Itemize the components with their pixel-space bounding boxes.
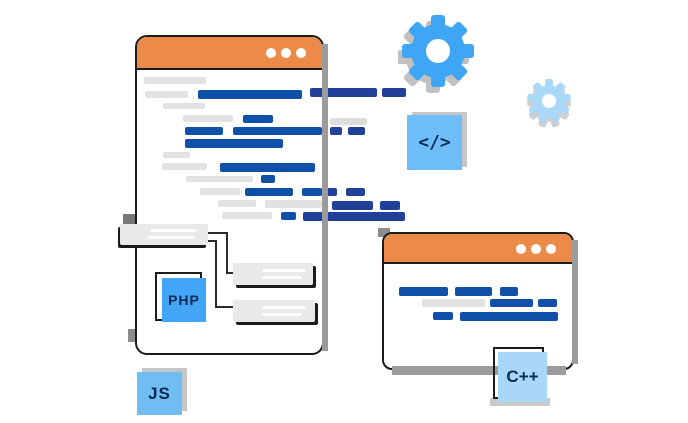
code-line bbox=[218, 200, 256, 207]
node-text-line bbox=[150, 229, 197, 232]
code-line bbox=[433, 312, 453, 320]
php-chip: PHP bbox=[162, 278, 206, 322]
window-dot bbox=[296, 48, 306, 58]
node-text-line bbox=[148, 236, 195, 239]
code-line bbox=[310, 88, 377, 97]
code-line bbox=[145, 91, 188, 98]
corner-notch bbox=[128, 329, 136, 342]
main-window-header bbox=[137, 37, 322, 70]
code-line bbox=[380, 201, 400, 210]
flow-node-parent bbox=[120, 224, 208, 245]
code-line bbox=[500, 287, 518, 296]
code-line bbox=[245, 188, 293, 196]
code-line bbox=[303, 212, 405, 221]
code-line bbox=[243, 115, 273, 123]
code-line bbox=[399, 287, 448, 296]
code-line bbox=[183, 115, 233, 122]
connector-line bbox=[208, 240, 217, 242]
code-line bbox=[330, 118, 367, 125]
code-line bbox=[281, 212, 296, 220]
main-window-shadow bbox=[322, 44, 328, 351]
node-text-line bbox=[262, 313, 302, 316]
window-dots bbox=[516, 244, 556, 254]
code-line bbox=[422, 299, 485, 307]
window-dot bbox=[281, 48, 291, 58]
code-line bbox=[348, 127, 365, 135]
code-line bbox=[233, 127, 322, 135]
code-line bbox=[186, 176, 253, 182]
code-tag-chip: </> bbox=[407, 115, 462, 170]
code-tag-label: </> bbox=[418, 132, 451, 153]
window-dot bbox=[266, 48, 276, 58]
code-line bbox=[261, 175, 275, 183]
small-window-bottom-shadow bbox=[392, 366, 566, 375]
code-line bbox=[330, 127, 342, 135]
code-line bbox=[198, 90, 302, 99]
corner-notch bbox=[123, 214, 135, 224]
window-dot bbox=[531, 244, 541, 254]
code-line bbox=[220, 163, 315, 172]
cpp-chip-shadow bbox=[490, 398, 550, 406]
code-line bbox=[265, 200, 322, 208]
cpp-label: C++ bbox=[506, 367, 539, 386]
code-line bbox=[455, 287, 492, 296]
js-chip: JS bbox=[137, 372, 182, 415]
code-line bbox=[326, 188, 337, 196]
code-line bbox=[490, 299, 533, 307]
gear-icon bbox=[398, 15, 474, 93]
connector-line bbox=[215, 306, 237, 308]
node-text-line bbox=[262, 276, 302, 279]
code-line bbox=[302, 188, 322, 196]
code-line bbox=[144, 77, 206, 84]
code-line bbox=[200, 188, 240, 195]
connector-line bbox=[226, 232, 228, 274]
code-line bbox=[162, 163, 207, 170]
connector-line bbox=[208, 232, 228, 234]
small-window-shadow bbox=[572, 240, 578, 364]
cpp-chip: C++ bbox=[498, 352, 547, 402]
connector-line bbox=[215, 240, 217, 308]
code-line bbox=[163, 152, 190, 158]
small-window-header bbox=[384, 234, 572, 264]
code-line bbox=[163, 103, 205, 109]
window-dot bbox=[546, 244, 556, 254]
node-text-line bbox=[262, 269, 306, 272]
flow-node-child bbox=[233, 300, 315, 322]
php-label: PHP bbox=[168, 292, 200, 308]
window-dot bbox=[516, 244, 526, 254]
code-line bbox=[332, 201, 373, 210]
code-line bbox=[185, 139, 283, 148]
node-text-line bbox=[262, 306, 306, 309]
code-line bbox=[382, 88, 406, 97]
code-line bbox=[538, 299, 557, 307]
gear-small-icon bbox=[527, 79, 571, 128]
code-line bbox=[460, 312, 558, 321]
flow-node-child bbox=[233, 263, 313, 285]
window-dots bbox=[266, 48, 306, 58]
code-line bbox=[346, 188, 365, 196]
connector-line bbox=[226, 272, 238, 274]
js-label: JS bbox=[148, 383, 171, 403]
code-line bbox=[222, 212, 272, 219]
corner-notch bbox=[378, 228, 390, 237]
code-line bbox=[185, 127, 223, 135]
